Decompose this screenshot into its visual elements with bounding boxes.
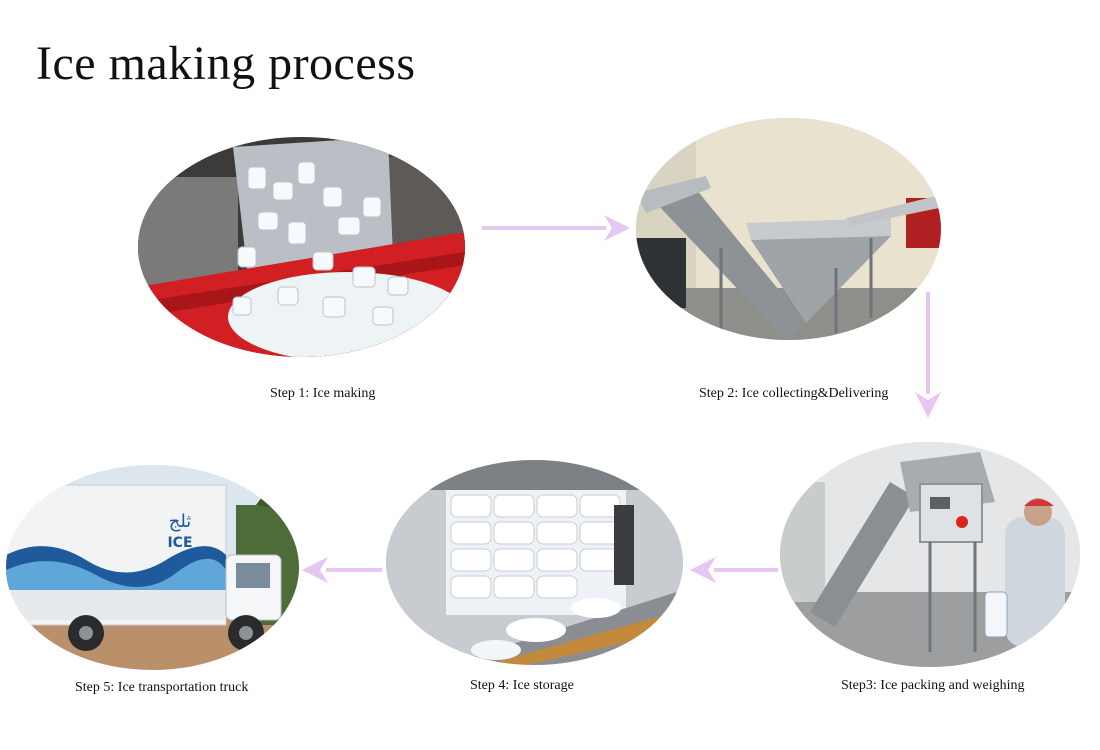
step-2-image <box>636 118 941 340</box>
ice-cubes-photo-icon <box>138 137 465 357</box>
step-4-image <box>386 460 683 665</box>
page-title: Ice making process <box>36 37 416 90</box>
conveyor-hopper-photo-icon <box>636 118 941 340</box>
truck-brand-text: ICE <box>167 535 192 551</box>
arrow-step2-to-step3-head <box>915 392 941 418</box>
step-3-image <box>780 442 1080 667</box>
cold-storage-photo-icon <box>386 460 683 665</box>
step-3-caption: Step3: Ice packing and weighing <box>841 678 1025 693</box>
step-1-caption: Step 1: Ice making <box>270 386 376 401</box>
packing-machine-photo-icon <box>780 442 1080 667</box>
step-4-caption: Step 4: Ice storage <box>470 678 574 693</box>
step-1-image <box>138 137 465 357</box>
arrow-step3-to-step4 <box>690 557 778 583</box>
step-2-caption: Step 2: Ice collecting&Delivering <box>699 386 889 401</box>
arrow-step4-to-step5 <box>302 557 382 583</box>
arrow-step3-to-step4-head <box>690 557 716 583</box>
arrow-step4-to-step5-head <box>302 557 328 583</box>
step-5-image: ثلج ICE <box>6 465 299 670</box>
truck-arabic-text: ثلج <box>169 511 192 532</box>
arrow-step1-to-step2 <box>482 215 630 241</box>
truck-photo-icon: ثلج ICE <box>6 465 299 670</box>
arrow-step1-to-step2-head <box>604 215 630 241</box>
step-5-caption: Step 5: Ice transportation truck <box>75 680 249 695</box>
